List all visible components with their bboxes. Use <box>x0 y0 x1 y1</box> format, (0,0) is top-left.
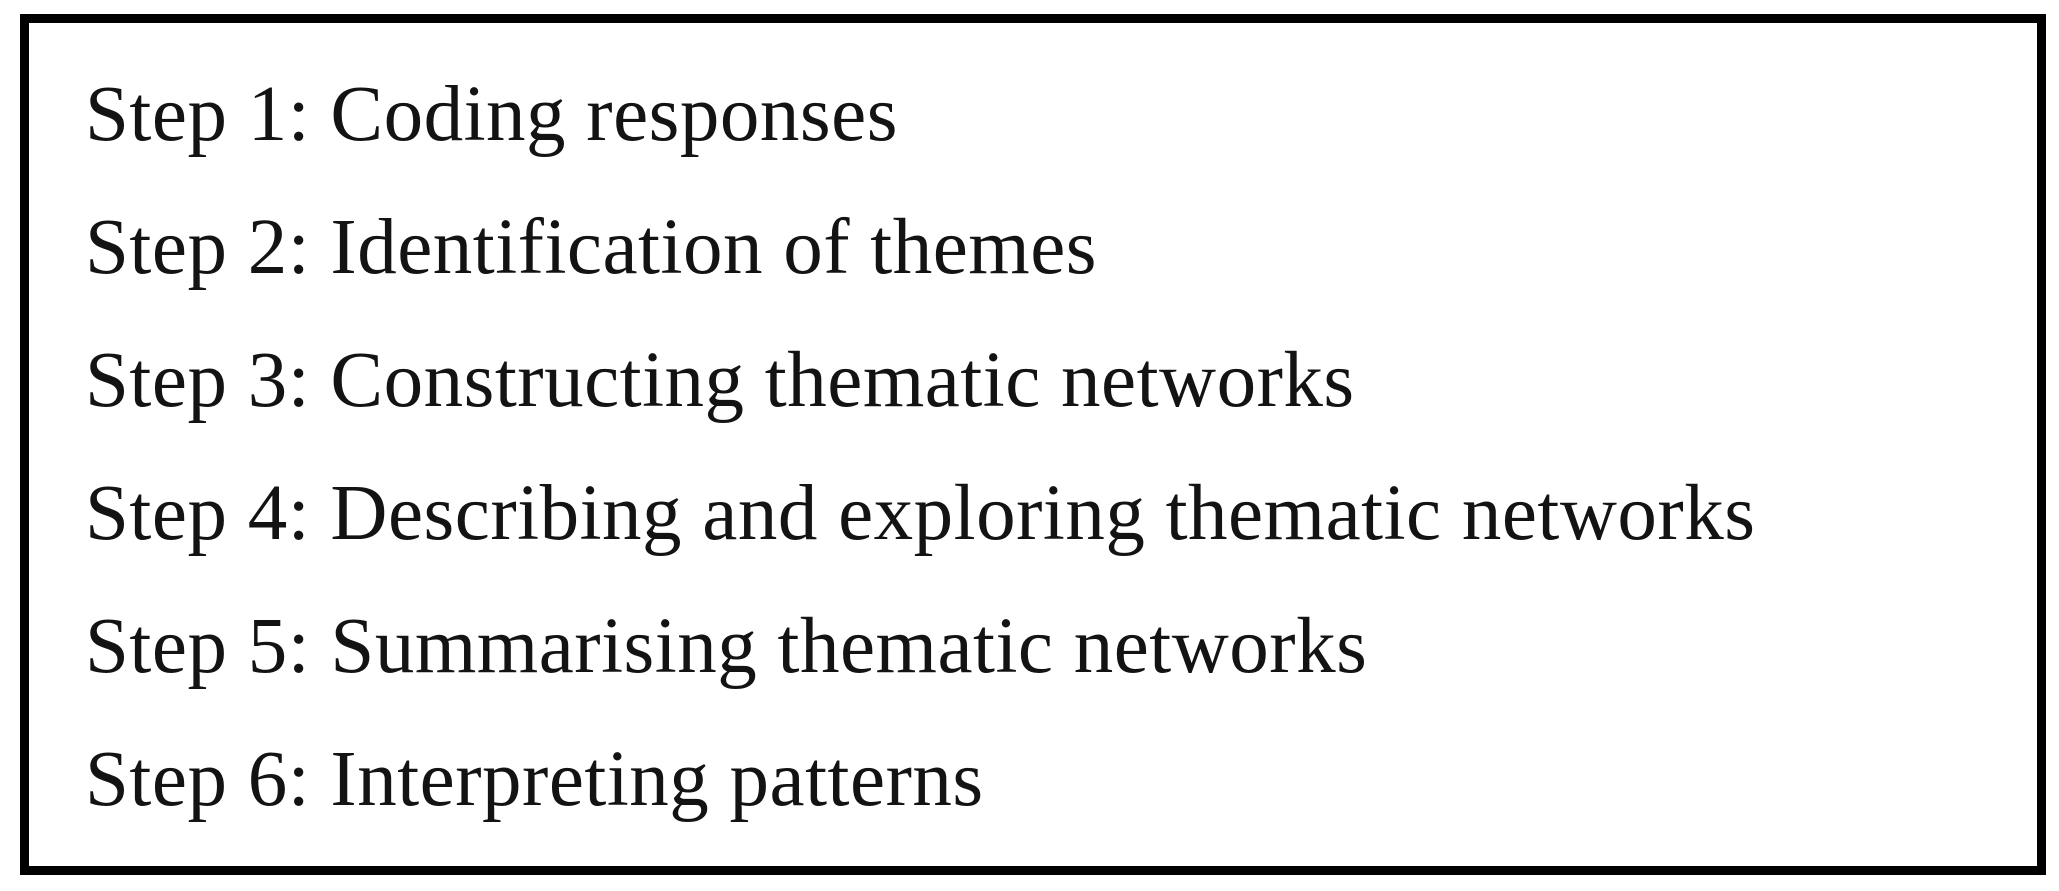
steps-box: Step 1: Coding responses Step 2: Identif… <box>20 14 2046 875</box>
step-line-5: Step 5: Summarising thematic networks <box>85 603 1368 690</box>
step-line-6: Step 6: Interpreting patterns <box>85 736 984 823</box>
step-line-3: Step 3: Constructing thematic networks <box>85 337 1355 424</box>
step-line-4: Step 4: Describing and exploring themati… <box>85 470 1756 557</box>
step-line-1: Step 1: Coding responses <box>85 71 898 158</box>
step-line-2: Step 2: Identification of themes <box>85 204 1098 291</box>
